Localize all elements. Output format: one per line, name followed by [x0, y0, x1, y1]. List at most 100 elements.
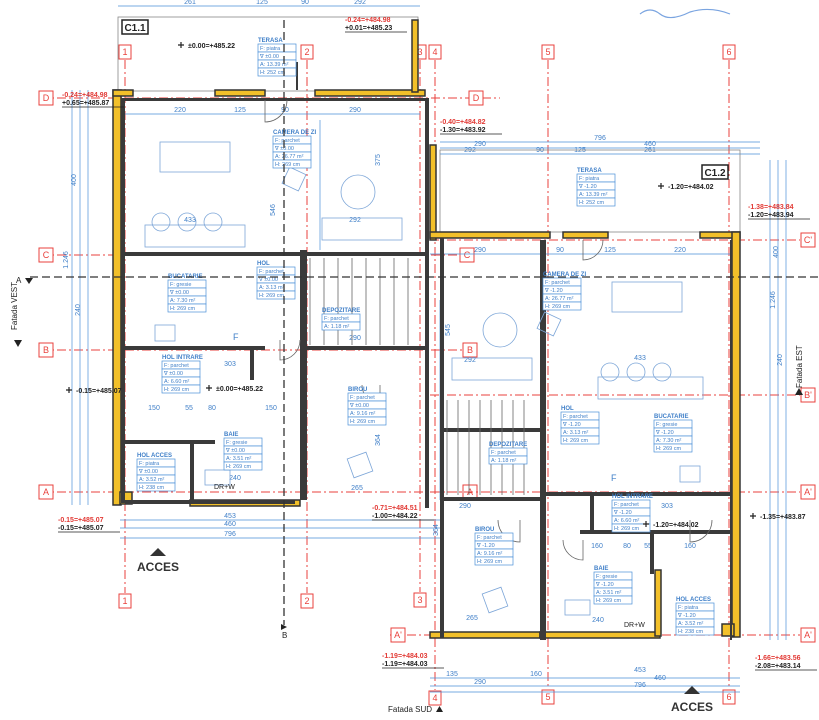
door-swing [279, 339, 301, 361]
grid-axis-label: 6 [726, 47, 731, 57]
access-label: ACCES [671, 700, 713, 714]
room-height: H: 269 cm [350, 419, 375, 425]
grid-axis-label: C [43, 250, 50, 260]
interior-wall [125, 346, 265, 350]
dimension-label: 240 [592, 617, 604, 624]
room-height: H: 269 cm [170, 306, 195, 312]
elevation-marker: -1.38=+483.84-1.20=+483.94 [748, 204, 810, 220]
room-floor: F: parchet [545, 280, 570, 286]
dimension-label: 303 [661, 503, 673, 510]
exterior-wall [112, 89, 122, 506]
dimension-label: 125 [604, 247, 616, 254]
stool [151, 212, 171, 232]
room-name: DEPOZITARE [489, 442, 527, 448]
bathtub [564, 599, 591, 616]
dimension-label: 290 [474, 141, 486, 148]
armchair [536, 311, 562, 337]
grid-axis-label: 6 [726, 692, 731, 702]
interior-wall [125, 252, 425, 256]
elevation-black: ±0.00=+485.22 [216, 386, 263, 393]
room-level: ∇ -1.20 [655, 429, 674, 436]
exterior-wall [314, 89, 426, 97]
elevation-marker: -1.35=+483.87 [750, 513, 806, 521]
room-floor: F: parchet [275, 138, 300, 144]
elevation-black: -1.20=+483.94 [748, 212, 794, 219]
grid-axis-label: C [464, 250, 471, 260]
room-level: ∇ -1.20 [476, 542, 495, 549]
room-floor: F: gresie [170, 282, 191, 288]
room-name: HOL ACCES [676, 597, 711, 603]
interior-wall [444, 497, 544, 501]
room-height: H: 269 cm [164, 387, 189, 393]
grid-axis-tag: C' [800, 232, 816, 248]
grid-axis-label: 1 [122, 596, 127, 606]
dimension-label: 290 [474, 679, 486, 686]
elevation-markers: ±0.00=+485.22±0.00=+485.22-0.24=+484.98+… [58, 17, 817, 671]
elevation-marker: ±0.00=+485.22 [178, 42, 235, 50]
dimension-label: 240 [777, 354, 784, 366]
dimension-label: 460 [644, 141, 656, 148]
room-floor: F: gresie [596, 574, 617, 580]
room-level: ∇ ±0.00 [349, 402, 369, 409]
dimension-label: 453 [634, 667, 646, 674]
elevation-red: -0.15=+485.07 [58, 517, 104, 524]
room-name: BUCATARIE [654, 414, 688, 420]
room-name: TERASA [258, 38, 283, 44]
grid-axis-label: 5 [545, 47, 550, 57]
grid-axis-tag: A [38, 484, 54, 500]
dimension-label: 261 [644, 147, 656, 154]
door-swing [562, 539, 584, 561]
dimension-label: 150 [148, 405, 160, 412]
dimension-label: 160 [684, 543, 696, 550]
room-height: H: 269 cm [477, 559, 502, 565]
dimension-label: 80 [208, 405, 216, 412]
elevation-marker: -1.66=+483.56-2.08=+483.14 [755, 655, 817, 671]
dimension-label: 80 [623, 543, 631, 550]
section-arrow-icon [281, 624, 287, 630]
dimension-label: 460 [224, 521, 236, 528]
interior-wall [590, 492, 594, 532]
room-area: A: 26.77 m² [545, 296, 574, 302]
exterior-wall [214, 89, 266, 97]
grid-axis-label: 2 [304, 596, 309, 606]
facade-south-label: Fatada SUD [388, 705, 432, 714]
access-label: ACCES [137, 560, 179, 574]
room-name: HOL INTRARE [612, 494, 653, 500]
dimension-label: 240 [75, 304, 82, 316]
facade-arrow-icon [436, 706, 443, 712]
level-cross-icon [66, 387, 72, 393]
elevation-marker: ±0.00=+485.22 [206, 385, 263, 393]
grid-axis-label: 4 [432, 693, 437, 703]
room-height: H: 238 cm [678, 629, 703, 635]
interior-wall [440, 238, 444, 638]
dimension-label: 292 [354, 0, 366, 6]
room-name: HOL INTRARE [162, 355, 203, 361]
room-height: H: 269 cm [596, 598, 621, 604]
unit-stamp-right: C1.2 [701, 164, 729, 180]
grid-axis-tag: 6 [722, 44, 736, 60]
elevation-red: -0.24=+484.98 [62, 92, 108, 99]
walls [112, 16, 741, 640]
room-height: H: 252 cm [260, 70, 285, 76]
cooktop [154, 324, 176, 342]
dimension-label: 290 [349, 107, 361, 114]
facade-arrow-icon [14, 340, 22, 347]
room-height: H: 269 cm [656, 446, 681, 452]
room-area: A: 9.16 m² [350, 411, 376, 417]
dimension-label: 364 [375, 434, 382, 446]
dimension-label: 400 [71, 174, 78, 186]
dimension-label: 292 [464, 147, 476, 154]
room-area: A: 26.77 m² [275, 154, 304, 160]
dimension-label: 453 [224, 513, 236, 520]
interior-wall [546, 492, 732, 496]
room-floor: F: parchet [614, 502, 639, 508]
armchair [481, 586, 509, 614]
grid-axis-tag: A' [800, 627, 816, 643]
